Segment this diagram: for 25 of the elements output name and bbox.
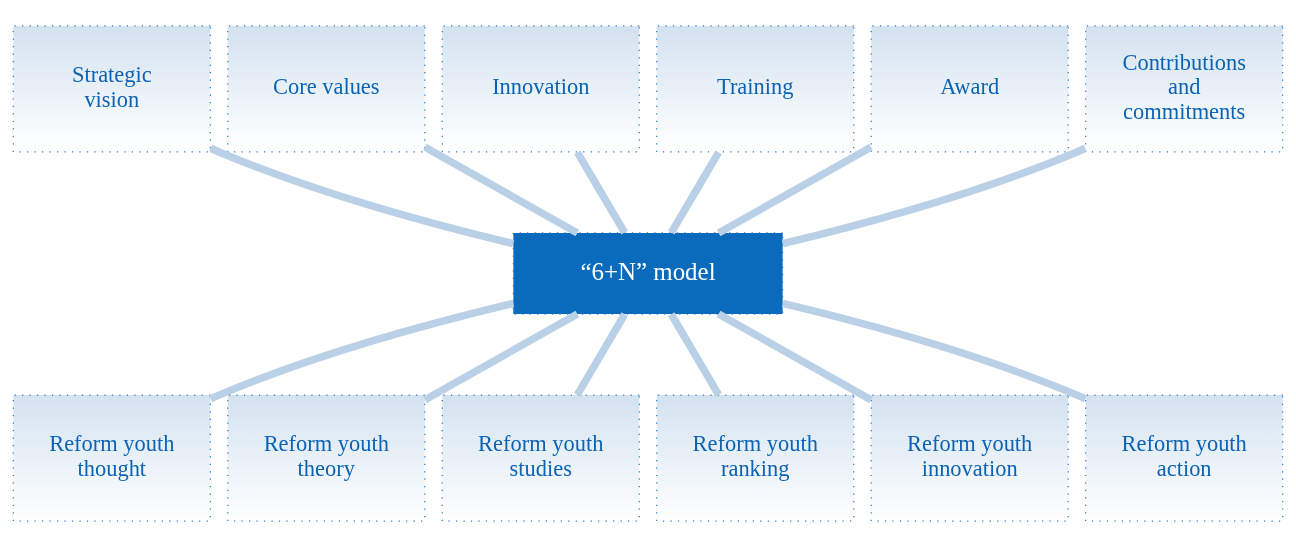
connector	[574, 311, 628, 397]
connector	[781, 299, 1087, 402]
connector	[716, 310, 873, 403]
node-box: Innovation	[441, 24, 640, 153]
connector	[423, 143, 580, 236]
node-box: Reform youth thought	[12, 393, 211, 522]
node-box: Training	[656, 24, 855, 153]
node-box: “6+N” model	[512, 231, 784, 315]
node-box: Strategic vision	[12, 24, 211, 153]
node-box: Reform youth innovation	[870, 393, 1069, 522]
connector	[209, 299, 515, 402]
node-box: Award	[870, 24, 1069, 153]
node-box: Reform youth ranking	[656, 393, 855, 522]
connector	[209, 144, 515, 247]
node-box: Reform youth action	[1085, 393, 1284, 522]
connector	[574, 149, 628, 235]
node-box: Contributions and commitments	[1085, 24, 1284, 153]
node-box: Core values	[227, 24, 426, 153]
connector	[716, 143, 873, 236]
node-box: Reform youth studies	[441, 393, 640, 522]
connector	[668, 311, 722, 397]
connector	[668, 149, 722, 235]
connector	[781, 144, 1087, 247]
connector	[423, 310, 580, 403]
node-box: Reform youth theory	[227, 393, 426, 522]
